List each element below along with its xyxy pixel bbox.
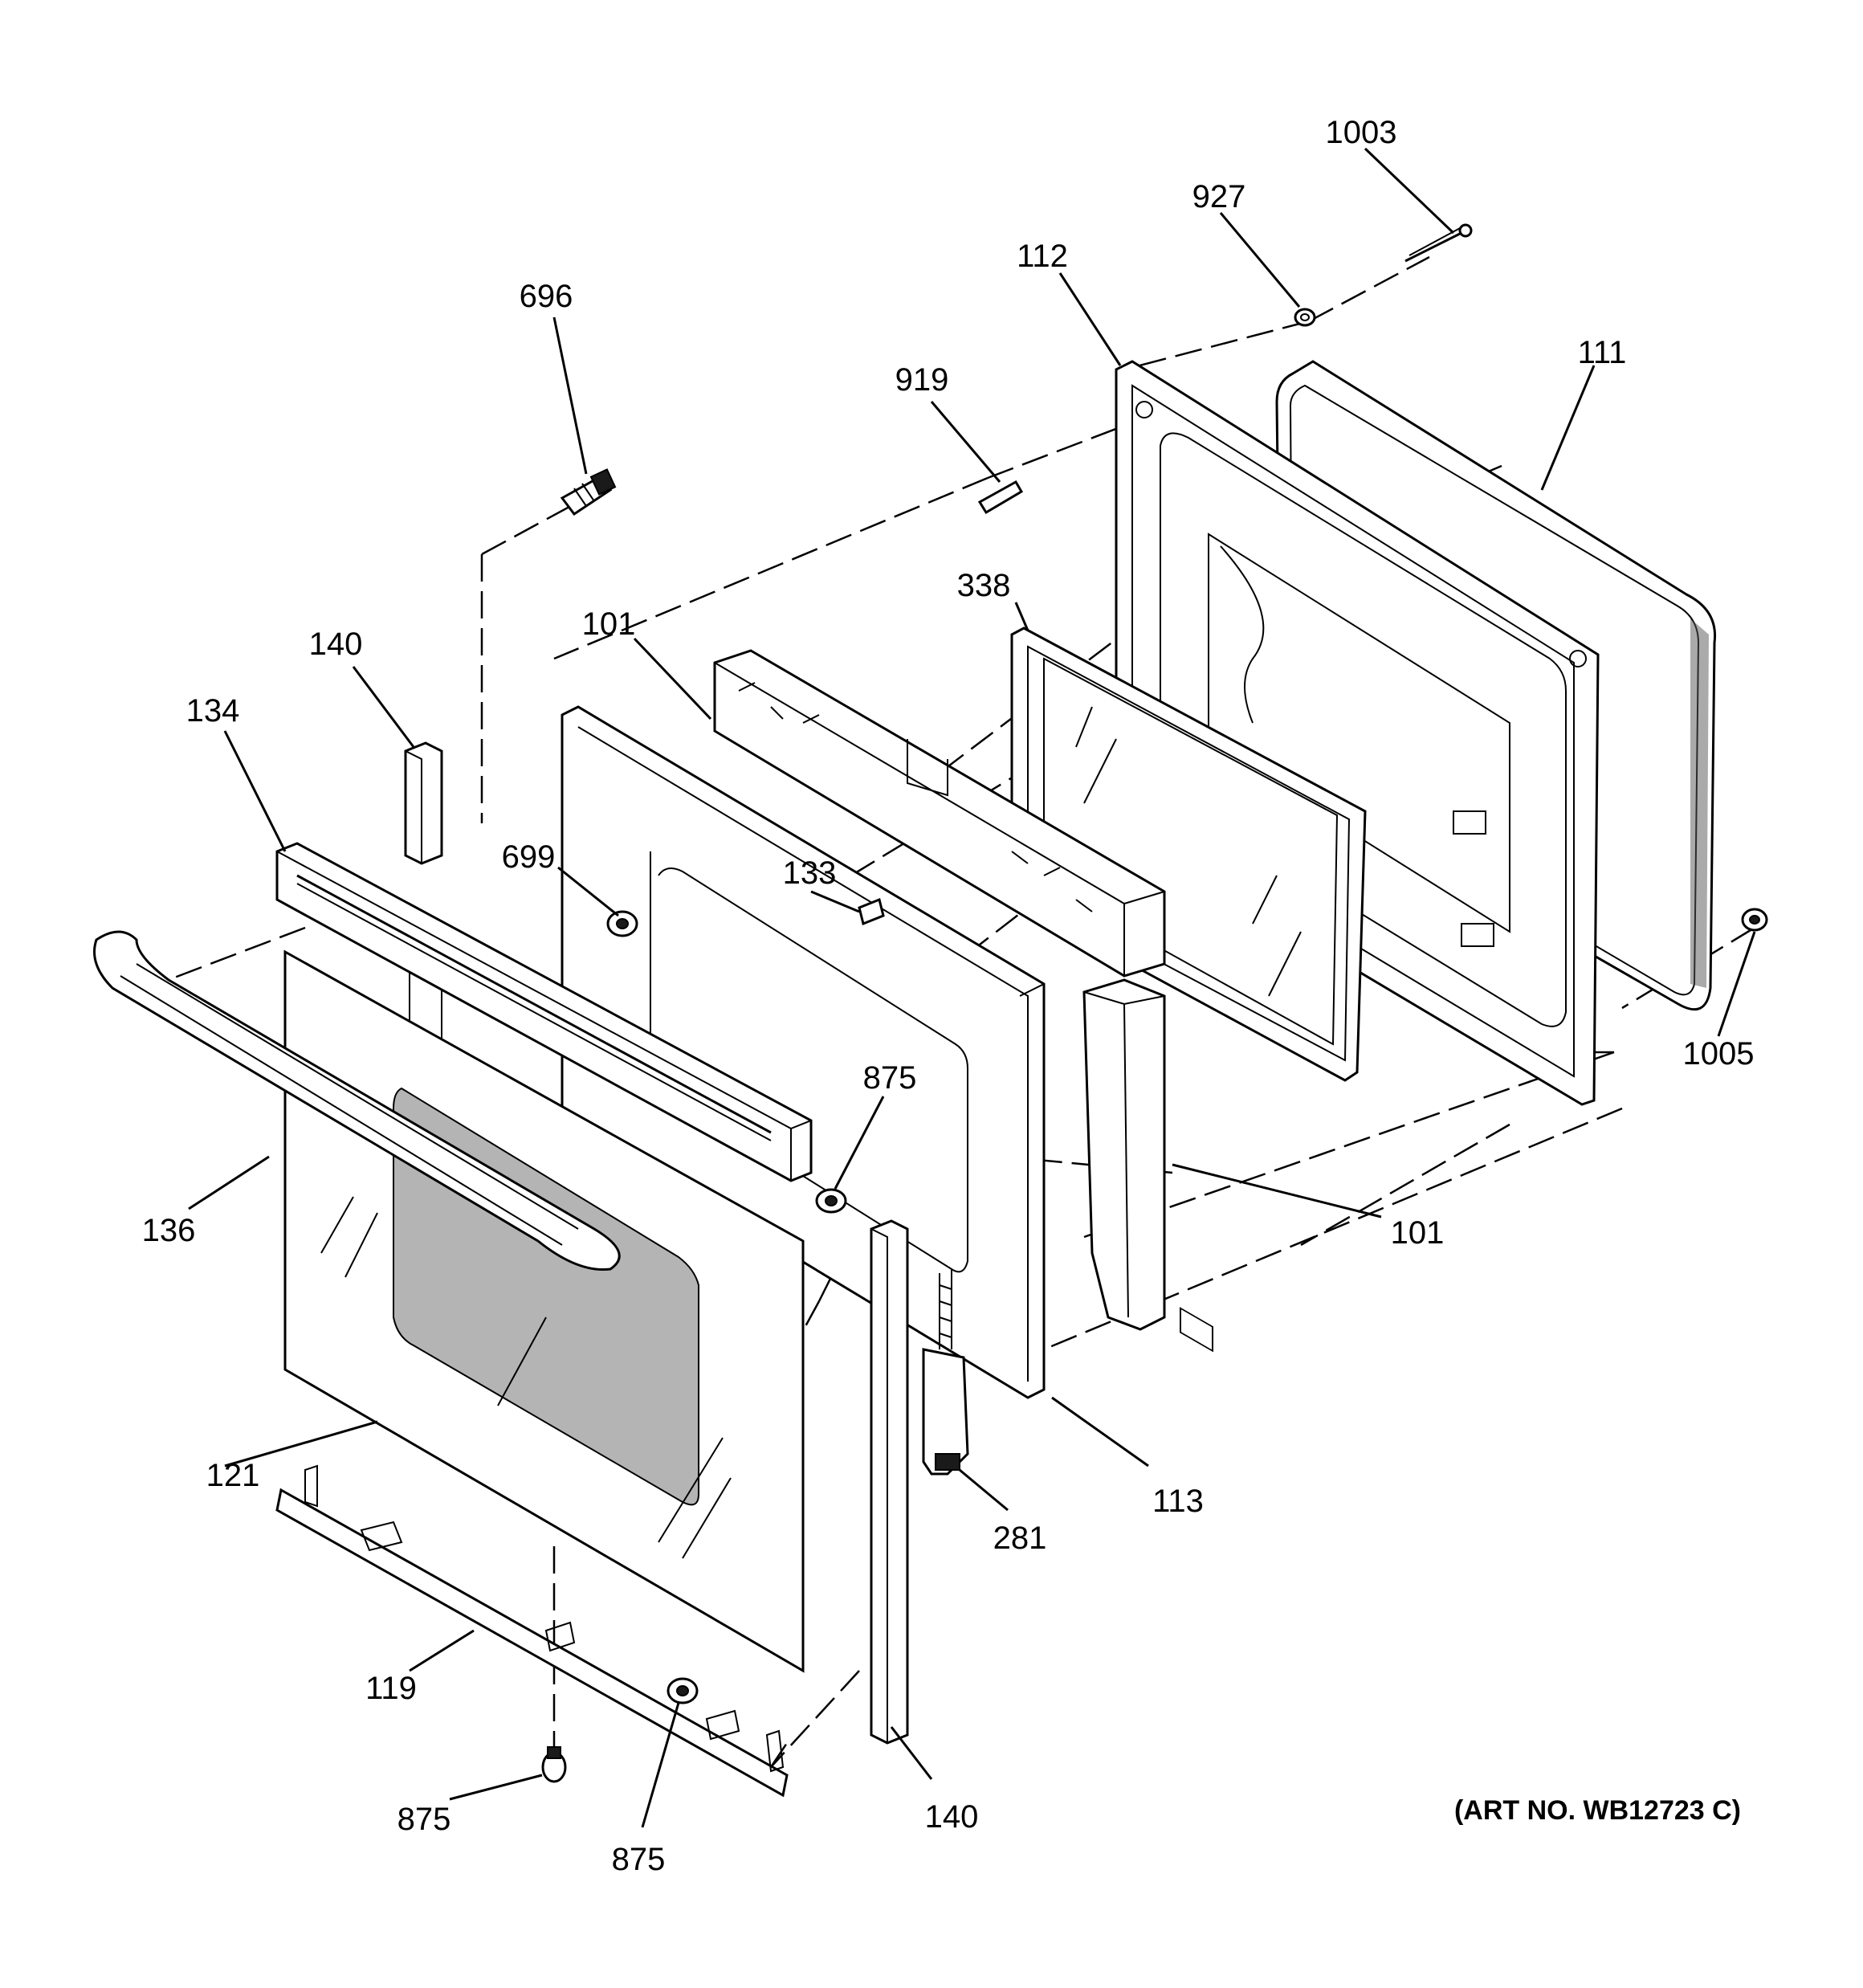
label-113: 113: [1152, 1484, 1204, 1519]
screw-875-lower-right: [667, 1677, 699, 1704]
label-699: 699: [502, 839, 556, 875]
label-338: 338: [957, 568, 1011, 603]
label-281: 281: [993, 1521, 1047, 1556]
insulation-101-lower: [1082, 978, 1166, 1331]
part-labels: 1003 927 112 111 919 696 338 101 140 134…: [142, 115, 1755, 1877]
label-140-lower: 140: [925, 1799, 979, 1835]
leader-lines: [188, 147, 1756, 1828]
screw-875-lower-left: [541, 1746, 567, 1783]
label-140-upper: 140: [309, 627, 363, 662]
label-101-lower: 101: [1391, 1215, 1445, 1251]
door-handle-136: [93, 930, 621, 1272]
label-111: 111: [1578, 335, 1627, 370]
label-112: 112: [1017, 239, 1068, 274]
side-bracket-140-lower: [870, 1219, 909, 1745]
screw-696: [560, 468, 617, 516]
screw-1005: [1741, 908, 1768, 932]
label-133: 133: [783, 855, 837, 891]
label-1005: 1005: [1683, 1036, 1755, 1072]
screw-699: [606, 910, 638, 937]
control-trim-134: [275, 842, 813, 1182]
label-696: 696: [520, 279, 573, 314]
label-121: 121: [206, 1458, 260, 1493]
clip-919: [977, 480, 1024, 515]
label-875-lower-left: 875: [397, 1802, 451, 1837]
hinge-281: [922, 1269, 969, 1476]
bottom-trim-119: [275, 1464, 789, 1798]
window-glass-338: [1010, 627, 1367, 1082]
label-927: 927: [1192, 179, 1246, 214]
insulation-101-upper: [713, 649, 1166, 978]
washer-927: [1294, 308, 1316, 327]
label-134: 134: [186, 693, 240, 729]
art-number: (ART NO. WB12723 C): [1454, 1795, 1741, 1826]
label-1003: 1003: [1326, 115, 1397, 150]
clip-133: [858, 897, 885, 926]
label-875-upper: 875: [863, 1060, 917, 1096]
screw-1003: [1404, 223, 1473, 263]
label-101-upper: 101: [582, 606, 636, 642]
label-875-lower-right: 875: [612, 1842, 666, 1877]
inner-door-liner-112: [1115, 360, 1600, 1353]
label-919: 919: [895, 362, 949, 398]
screw-875-upper: [815, 1188, 847, 1214]
label-119: 119: [365, 1671, 417, 1706]
label-136: 136: [142, 1213, 196, 1248]
